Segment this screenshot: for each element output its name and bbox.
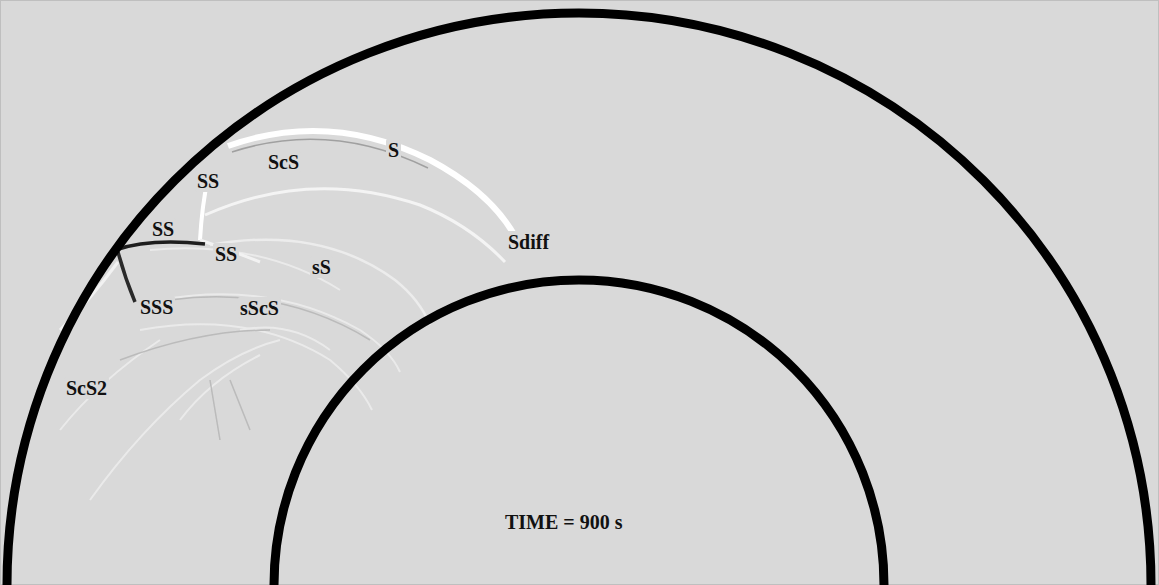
phase-label: SS: [150, 218, 176, 240]
shadow-wavefronts: [120, 297, 370, 440]
s-wavefront: [228, 131, 515, 236]
time-stamp: TIME = 900 s: [503, 511, 625, 533]
phase-label: SS: [195, 170, 221, 192]
phase-label: ScS: [266, 151, 301, 173]
phase-label: ScS2: [64, 377, 109, 399]
phase-label: Sdiff: [506, 231, 551, 253]
ss-wavefront: [210, 240, 430, 325]
faint-wavefronts: [60, 248, 400, 500]
sss-dark-front: [118, 252, 135, 302]
earth-surface: [7, 13, 1151, 585]
core-mantle-boundary: [274, 280, 884, 585]
phase-label: sS: [310, 256, 333, 278]
phase-label: SS: [213, 243, 239, 265]
ss-dark-front: [115, 242, 205, 250]
phase-label: sScS: [238, 297, 281, 319]
phase-label: S: [386, 139, 401, 161]
phase-label: SSS: [138, 296, 175, 318]
scs-wavefront: [205, 189, 505, 262]
s-wavefront-shadow: [232, 139, 428, 168]
